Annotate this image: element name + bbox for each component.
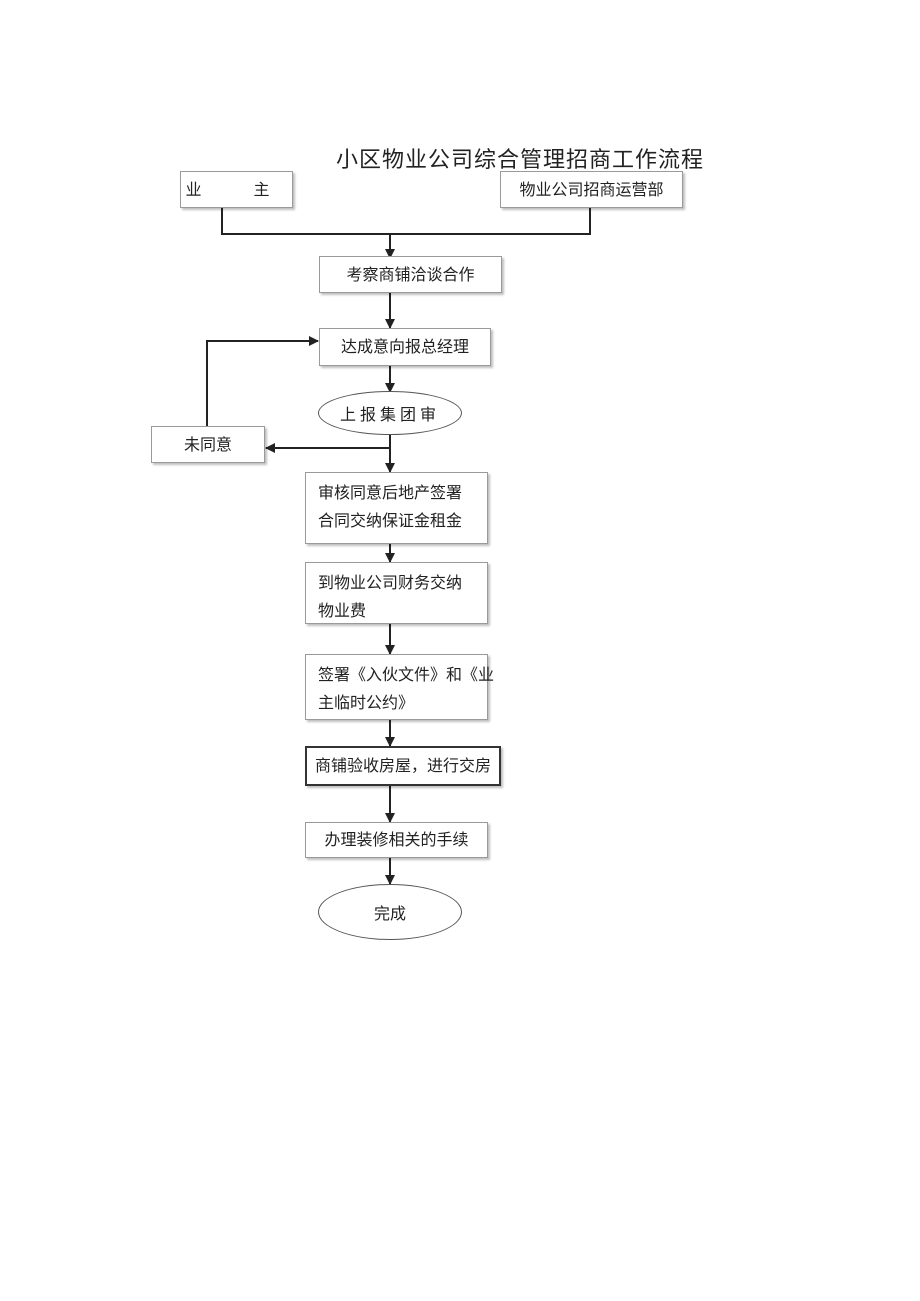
node-approve-line-1: 审核同意后地产签署 — [318, 483, 463, 502]
node-sign-line-1: 签署《入伙文件》和《业 — [318, 665, 495, 684]
node-done-label: 完成 — [373, 904, 406, 923]
page-title: 小区物业公司综合管理招商工作流程 — [336, 148, 705, 173]
node-decoration: 办理装修相关的手续 — [305, 822, 488, 858]
connector-owner — [221, 208, 390, 235]
node-approve-line-2: 合同交纳保证金租金 — [318, 511, 463, 530]
node-done: 完成 — [318, 884, 462, 940]
node-reject-label: 未同意 — [183, 434, 232, 454]
connector-dept — [390, 208, 591, 235]
node-report: 达成意向报总经理 — [319, 328, 491, 366]
node-sign-line-2: 主临时公约》 — [318, 693, 415, 712]
node-sign: 签署《入伙文件》和《业 主临时公约》 — [305, 654, 495, 720]
node-inspect: 考察商铺洽谈合作 — [319, 256, 502, 293]
node-approve: 审核同意后地产签署 合同交纳保证金租金 — [305, 472, 488, 544]
node-dept-label: 物业公司招商运营部 — [519, 179, 664, 199]
node-dept: 物业公司招商运营部 — [500, 171, 683, 208]
node-decoration-label: 办理装修相关的手续 — [324, 830, 469, 849]
node-owner: 业 主 — [180, 171, 293, 208]
node-report-label: 达成意向报总经理 — [340, 337, 469, 356]
node-group-review-label: 上报集团审 — [339, 405, 440, 424]
node-finance: 到物业公司财务交纳 物业费 — [305, 562, 488, 624]
node-finance-line-1: 到物业公司财务交纳 — [318, 573, 463, 592]
arrow-reject-loop — [206, 336, 319, 426]
node-reject: 未同意 — [151, 426, 265, 463]
node-handover-label: 商铺验收房屋，进行交房 — [314, 756, 491, 775]
node-group-review: 上报集团审 — [318, 391, 462, 435]
node-finance-line-2: 物业费 — [318, 601, 367, 620]
node-handover: 商铺验收房屋，进行交房 — [305, 746, 501, 786]
node-owner-label: 业 主 — [185, 179, 288, 199]
node-inspect-label: 考察商铺洽谈合作 — [346, 264, 475, 284]
